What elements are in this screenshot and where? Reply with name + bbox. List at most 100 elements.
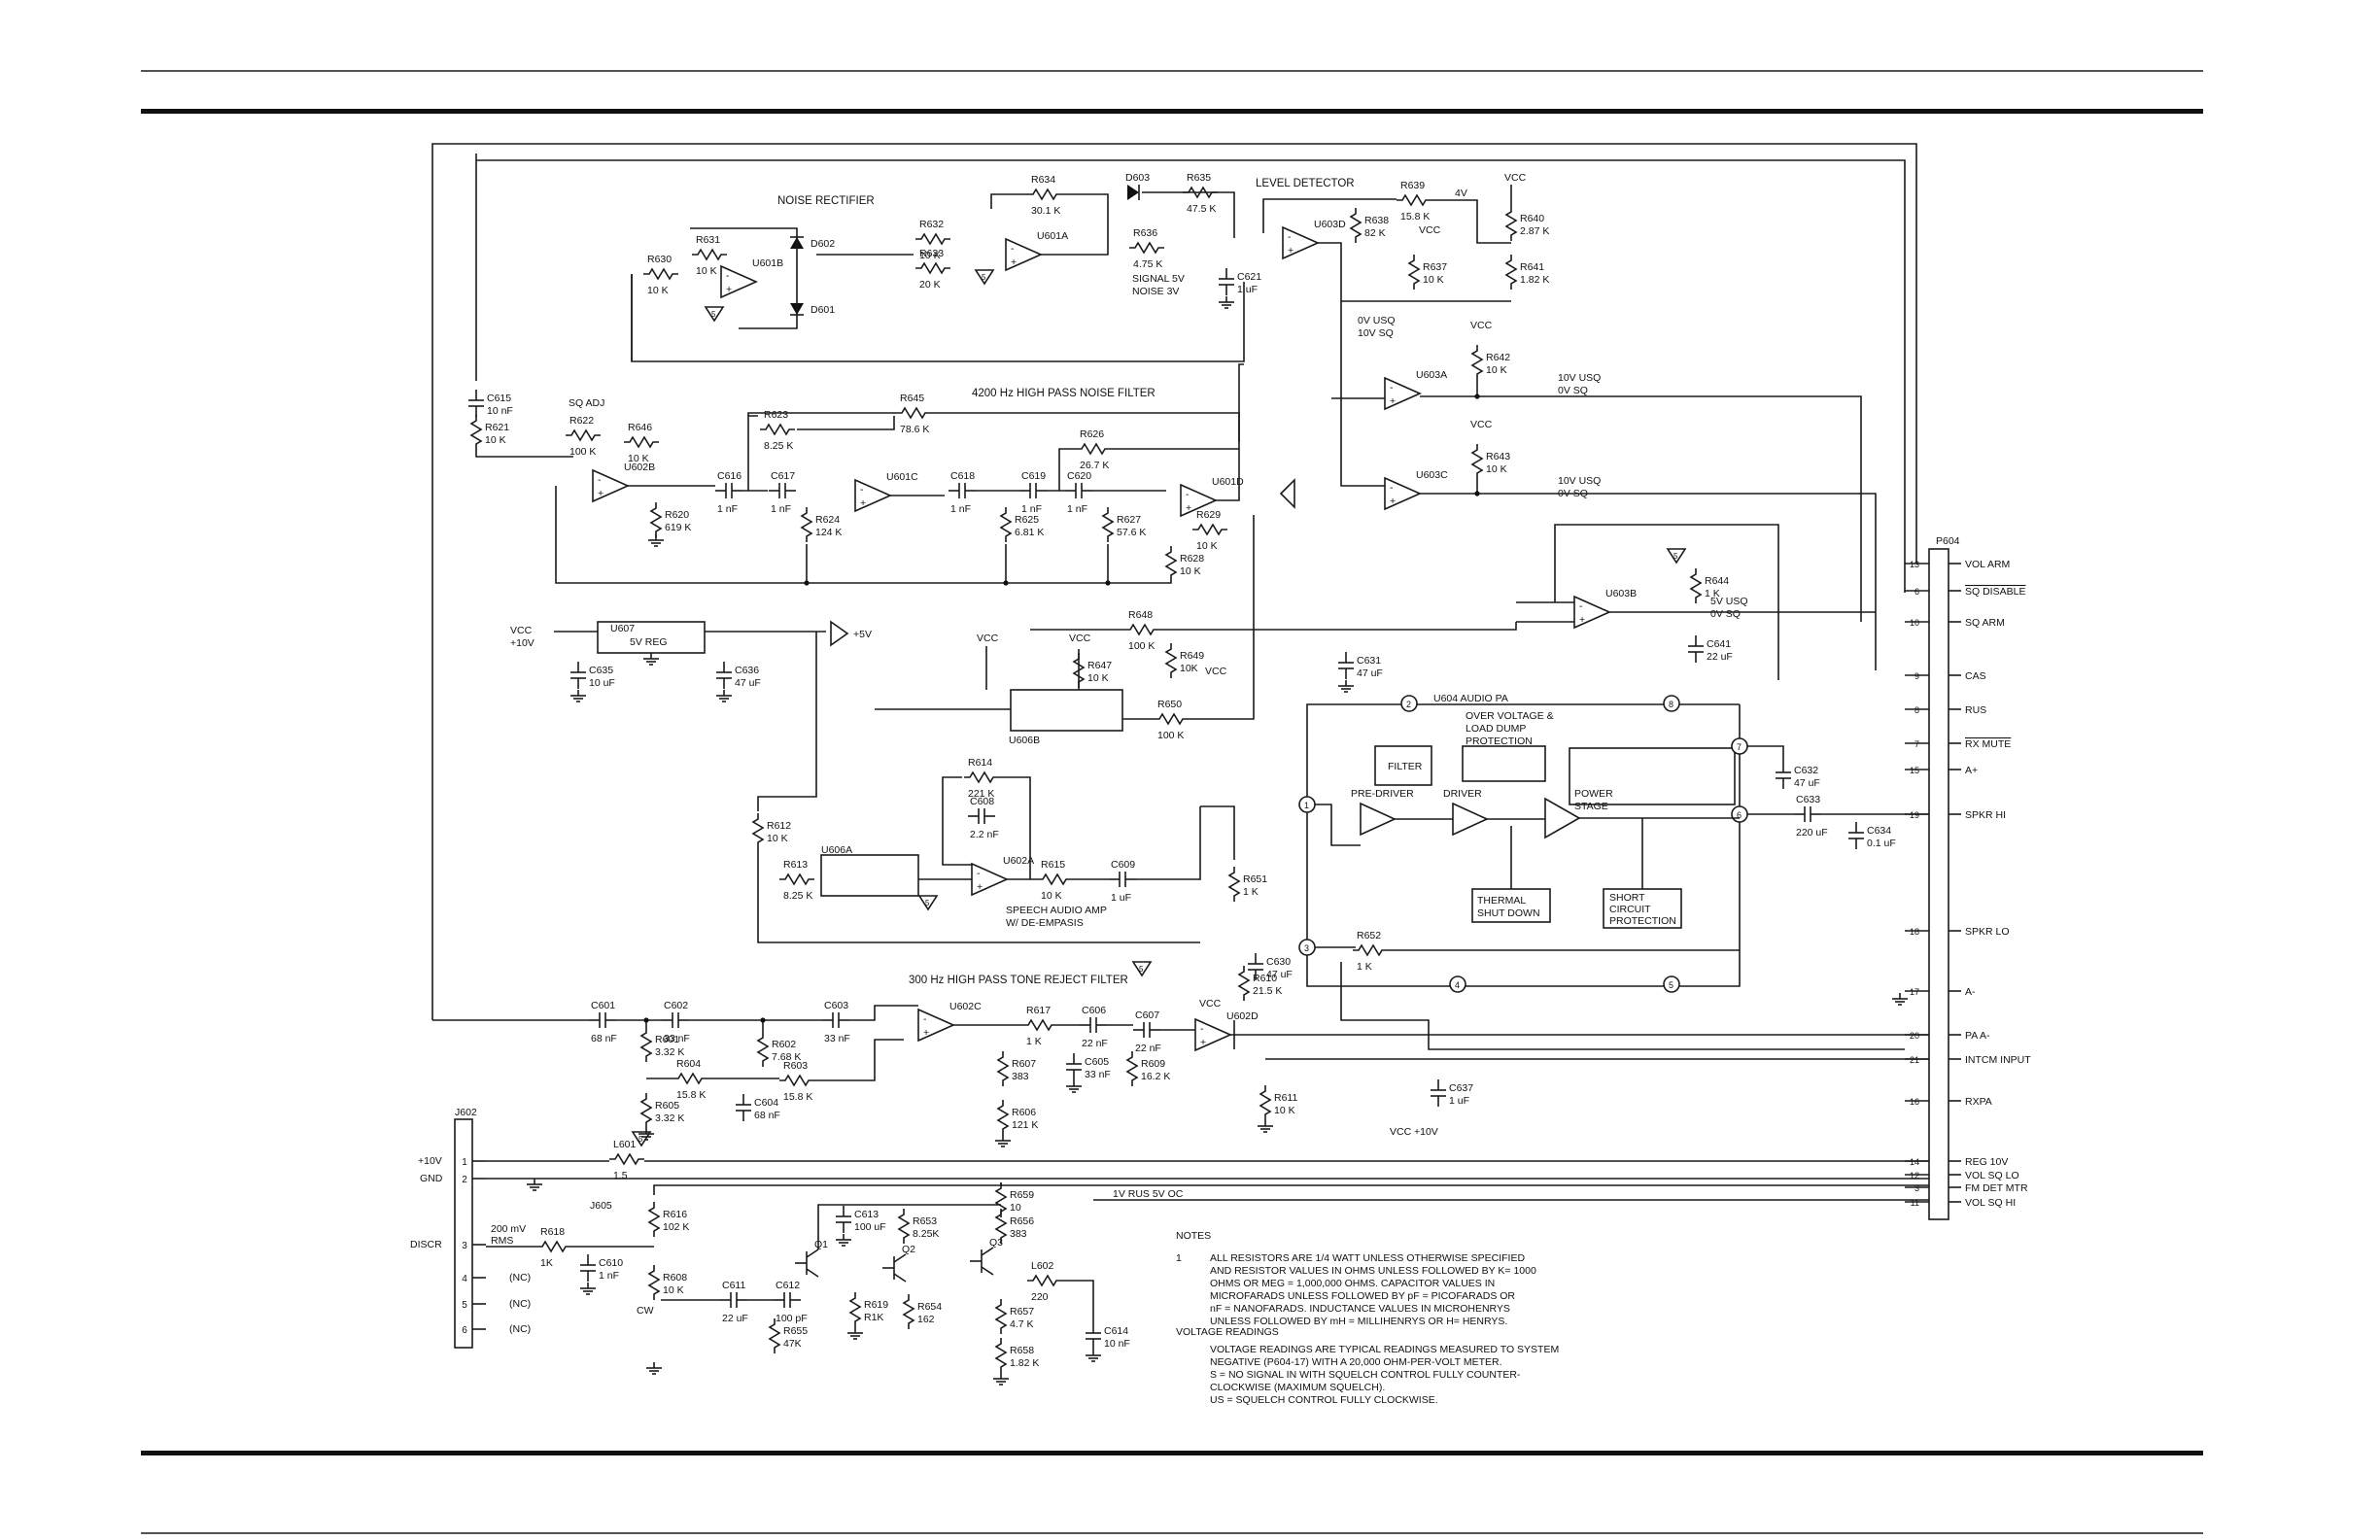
resistor-value: 100 K: [1128, 640, 1155, 652]
capacitor-designator: C601: [591, 1000, 615, 1011]
capacitor-value: 1 nF: [1021, 503, 1042, 515]
j602-pin-number: 1: [462, 1157, 467, 1168]
overvoltage-label: OVER VOLTAGE &: [1466, 710, 1554, 722]
capacitor-designator: C605: [1085, 1056, 1109, 1068]
opamp-designator: U603C: [1416, 469, 1448, 481]
opamp-plus: +: [1390, 496, 1396, 507]
pa-outline: [1306, 703, 1740, 804]
speech-amp-label: W/ DE-EMPASIS: [1006, 917, 1084, 929]
capacitor-value: 1 uF: [1237, 284, 1258, 295]
pa-pin-number: 8: [1669, 700, 1673, 709]
pa-pin-number: 3: [1304, 943, 1309, 953]
wire: [797, 416, 895, 430]
pa-pin-number: 5: [1669, 980, 1673, 990]
resistor-value: 10K: [1180, 663, 1198, 674]
disc-level-label: RMS: [491, 1235, 513, 1247]
resistor-r641: [1504, 255, 1518, 290]
capacitor-value: 220 uF: [1796, 827, 1828, 838]
resistor-designator: R627: [1117, 514, 1141, 526]
wire: [653, 1184, 1934, 1195]
j602-pin-number: 5: [462, 1300, 467, 1311]
resistor-value: 47K: [783, 1338, 802, 1350]
resistor-designator: R612: [767, 820, 791, 832]
resistor-value: 383: [1010, 1228, 1027, 1240]
top-rule-thick: [141, 109, 2203, 114]
switch-designator: U606B: [1009, 735, 1040, 746]
opamp-u603c: [1384, 476, 1422, 511]
resistor-r602: [756, 1032, 770, 1067]
reference-triangle-icon: [704, 306, 725, 323]
resistor-r658: [994, 1338, 1008, 1373]
resistor-value: 100 K: [569, 446, 596, 458]
diode-designator: D603: [1125, 172, 1150, 184]
voltage-readings-line: US = SQUELCH CONTROL FULLY CLOCKWISE.: [1210, 1394, 1438, 1406]
wire: [757, 632, 817, 811]
j602-label-gnd: GND: [420, 1173, 443, 1184]
notes-line: AND RESISTOR VALUES IN OHMS UNLESS FOLLO…: [1210, 1265, 1536, 1277]
thermal-label: SHUT DOWN: [1477, 907, 1540, 919]
resistor-r621: [469, 415, 483, 450]
resistor-designator: R604: [676, 1058, 701, 1070]
voltage-readings-line: S = NO SIGNAL IN WITH SQUELCH CONTROL FU…: [1210, 1369, 1521, 1381]
resistor-value: 10: [1010, 1202, 1021, 1214]
wire: [1062, 1280, 1094, 1322]
opamp-plus: +: [726, 284, 732, 295]
capacitor-designator: C615: [487, 393, 511, 404]
capacitor-designator: C616: [717, 470, 742, 482]
pa-pin-number: 7: [1737, 742, 1742, 752]
j602-pin-number: 6: [462, 1325, 467, 1336]
capacitor-designator: C636: [735, 665, 759, 676]
p604-pin-number: 12: [1910, 1171, 1919, 1181]
resistor-value: 10 K: [696, 265, 717, 277]
resistor-r649: [1164, 643, 1178, 678]
reference-triangle-icon: [830, 620, 849, 647]
resistor-designator: R625: [1015, 514, 1039, 526]
resistor-r615: [1037, 873, 1072, 886]
notes-line: OHMS OR MEG = 1,000,000 OHMS. CAPACITOR …: [1210, 1278, 1495, 1289]
resistor-value: 221 K: [968, 788, 994, 800]
vcc-label: +10V: [510, 637, 535, 649]
resistor-designator: R630: [647, 254, 672, 265]
power-stage-label: POWER: [1574, 788, 1613, 800]
resistor-r604: [673, 1072, 707, 1085]
capacitor-designator: C607: [1135, 1010, 1159, 1021]
resistor-designator: R602: [772, 1039, 796, 1050]
resistor-r620: [649, 502, 663, 537]
pa-pin-marker: [1663, 695, 1680, 712]
wire: [1315, 804, 1361, 846]
resistor-r637: [1407, 255, 1421, 290]
capacitor-designator: C602: [664, 1000, 688, 1011]
resistor-designator: L601: [613, 1139, 637, 1150]
capacitor-value: 1 nF: [599, 1270, 619, 1282]
opamp-minus: -: [1200, 1023, 1204, 1035]
opamp-plus: +: [1186, 502, 1191, 514]
opamp-plus: +: [977, 881, 983, 893]
opamp-plus: +: [1390, 395, 1396, 407]
wire: [757, 848, 1200, 943]
resistor-r619: [848, 1292, 862, 1327]
u606a-switch: [820, 854, 919, 897]
resistor-designator: R629: [1196, 509, 1221, 521]
resistor-value: 100 K: [1157, 730, 1184, 741]
resistor-value: 82 K: [1364, 227, 1386, 239]
reference-triangle-icon: [1279, 478, 1295, 509]
opamp-minus: -: [860, 484, 864, 496]
j602-pin-number: 2: [462, 1175, 467, 1185]
vcc-label: VCC: [510, 625, 533, 636]
capacitor-value: 1 uF: [1111, 892, 1131, 904]
capacitor-value: 2.2 nF: [970, 829, 999, 840]
reference-triangle-icon: [1131, 961, 1153, 977]
resistor-designator: R606: [1012, 1107, 1036, 1118]
wire: [1189, 515, 1255, 720]
capacitor-value: 22 uF: [1707, 651, 1733, 663]
opamp-plus: +: [1011, 257, 1017, 268]
resistor-value: R1K: [864, 1312, 883, 1323]
power-stage-amp: [1544, 797, 1581, 839]
wire: [1142, 191, 1235, 238]
notes-line: ALL RESISTORS ARE 1/4 WATT UNLESS OTHERW…: [1210, 1252, 1525, 1264]
resistor-value: 102 K: [663, 1221, 689, 1233]
vcc-label: VCC: [1470, 419, 1493, 430]
capacitor-designator: C631: [1357, 655, 1381, 667]
resistor-value: 10 K: [1486, 364, 1507, 376]
resistor-r657: [994, 1299, 1008, 1334]
